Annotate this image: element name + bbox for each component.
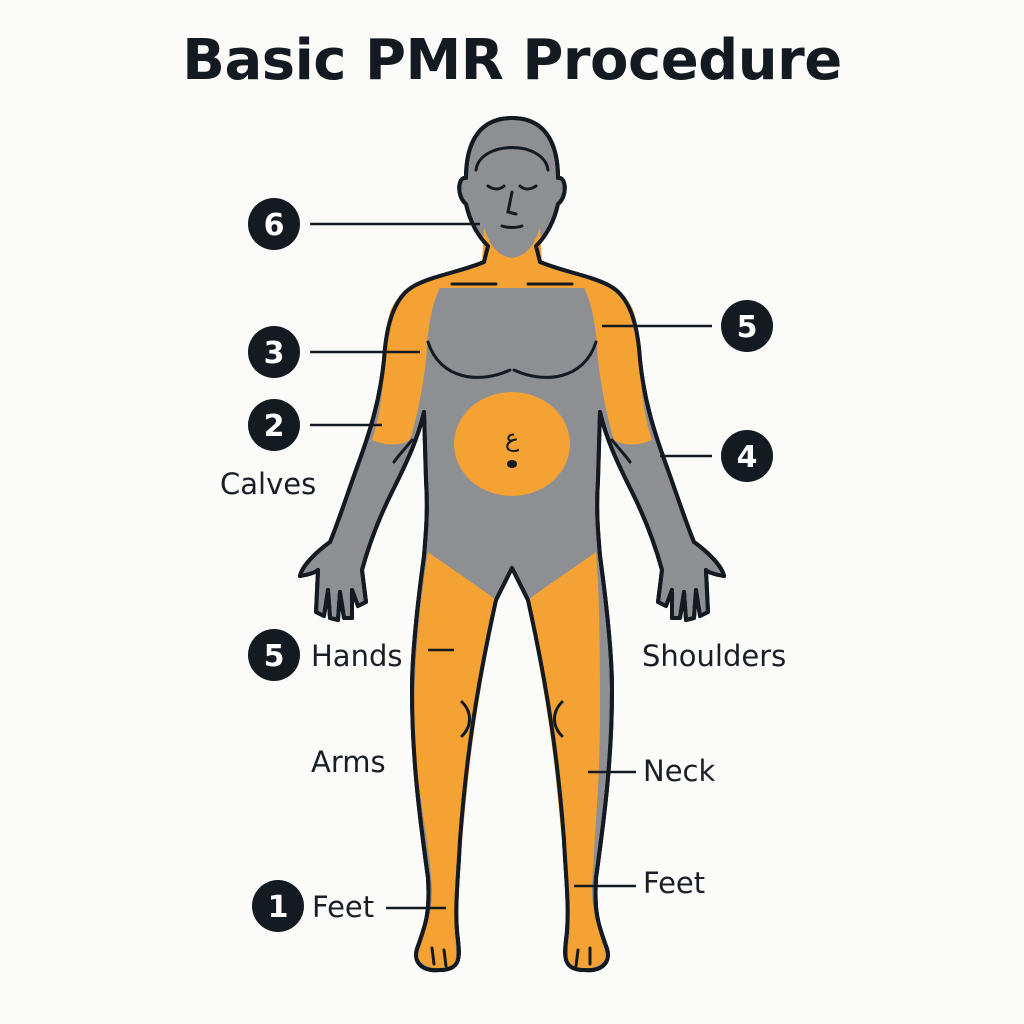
callout-2-forearm: 2 [248, 399, 300, 451]
badge-number: 5 [737, 310, 758, 345]
callout-4-elbow: 4 [721, 430, 773, 482]
badge-number: 2 [264, 409, 285, 444]
callout-label-feet: Feet [312, 890, 374, 924]
right-leg-highlight [528, 552, 606, 969]
badge-number: 5 [264, 639, 285, 674]
callout-label-hands: Hands [311, 639, 402, 673]
label-neck: Neck [643, 754, 715, 788]
body-outline [298, 116, 726, 973]
number-badge [721, 430, 773, 482]
badge-number: 1 [268, 890, 289, 925]
number-badge [248, 198, 300, 250]
label-arms: Arms [311, 745, 386, 779]
page-title: Basic PMR Procedure [182, 28, 842, 93]
callout-3-upper-arm: 3 [248, 326, 300, 378]
number-badge [248, 399, 300, 451]
callout-6-neck: 6 [248, 198, 300, 250]
callout-5-shoulder: 5 [721, 300, 773, 352]
leader-lines [310, 222, 712, 910]
callout-5-hands: 5 Hands [248, 629, 402, 681]
abdomen-highlight [454, 392, 570, 496]
label-calves: Calves [220, 467, 316, 501]
neck-highlight [424, 228, 600, 288]
number-badge [248, 326, 300, 378]
badge-number: 4 [737, 440, 758, 475]
badge-number: 3 [264, 336, 285, 371]
callout-1-feet: 1 Feet [252, 880, 374, 932]
badge-number: 6 [264, 208, 285, 243]
number-badge [248, 629, 300, 681]
left-leg-highlight [414, 552, 496, 969]
navel-dot [507, 460, 517, 468]
label-shoulders: Shoulders [642, 639, 786, 673]
human-figure: ع [298, 116, 726, 973]
number-badge [252, 880, 304, 932]
number-badge [721, 300, 773, 352]
body-details [392, 146, 632, 968]
body-silhouette [298, 116, 726, 973]
label-feet-right: Feet [643, 866, 705, 900]
navel-glyph: ع [505, 424, 520, 452]
